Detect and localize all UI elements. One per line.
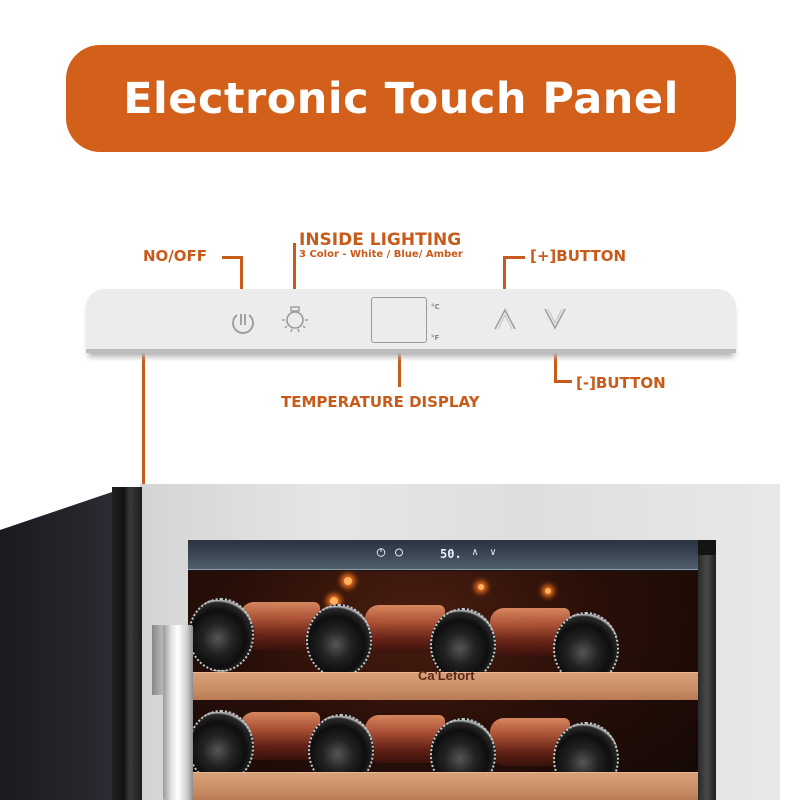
- wine-bottle: [306, 604, 372, 678]
- power-callout-label: NO/OFF: [143, 247, 208, 265]
- lighting-callout-sublabel: 3 Color - White / Blue/ Amber: [299, 249, 463, 260]
- lighting-leader-v: [293, 243, 296, 298]
- side-leader-v: [142, 322, 145, 560]
- plus-leader-v: [503, 256, 506, 298]
- led-light: [330, 597, 338, 605]
- celsius-unit: °C: [431, 303, 440, 311]
- power-leader-v: [240, 256, 243, 298]
- wooden-shelf: [188, 672, 708, 700]
- fridge-temperature-reading: 50.: [440, 547, 462, 561]
- fahrenheit-unit: °F: [431, 334, 440, 342]
- wine-bottle: [430, 608, 496, 682]
- power-leader-h: [222, 256, 242, 259]
- lighting-callout-label: INSIDE LIGHTING: [299, 230, 462, 250]
- wooden-shelf: [188, 772, 708, 800]
- wine-bottle: [188, 598, 254, 672]
- door-hinge-edge: [112, 487, 142, 800]
- led-light: [478, 584, 484, 590]
- fridge-cabinet-side: [0, 490, 125, 800]
- led-light: [344, 577, 352, 585]
- plus-button-callout-label: [+]BUTTON: [530, 247, 627, 265]
- brand-logo: Ca'Lefort: [418, 668, 475, 683]
- temp-leader-v: [398, 345, 401, 387]
- fridge-up-button[interactable]: ∧: [472, 547, 479, 558]
- minus-leader-v: [554, 333, 557, 383]
- fridge-display-strip: [188, 540, 698, 570]
- handle-mount: [152, 625, 166, 695]
- banner-title: Electronic Touch Panel: [123, 73, 679, 124]
- temperature-display: [371, 297, 427, 343]
- chevron-down-icon[interactable]: [542, 306, 568, 332]
- title-banner: Electronic Touch Panel: [66, 45, 736, 152]
- light-bulb-icon[interactable]: [279, 303, 311, 337]
- power-icon[interactable]: [229, 308, 257, 336]
- minus-button-callout-label: [-]BUTTON: [576, 374, 666, 392]
- door-right-post: [698, 555, 716, 800]
- minus-leader-h: [554, 380, 572, 383]
- fridge-down-button[interactable]: ∨: [490, 547, 497, 558]
- temperature-display-callout-label: TEMPERATURE DISPLAY: [281, 393, 480, 411]
- chevron-up-icon[interactable]: [492, 306, 518, 332]
- wine-bottle: [188, 710, 254, 784]
- plus-leader-h: [503, 256, 525, 259]
- fridge-light-icon[interactable]: [394, 547, 404, 557]
- door-handle[interactable]: [163, 625, 193, 800]
- fridge-power-icon[interactable]: [376, 547, 386, 557]
- led-light: [545, 588, 551, 594]
